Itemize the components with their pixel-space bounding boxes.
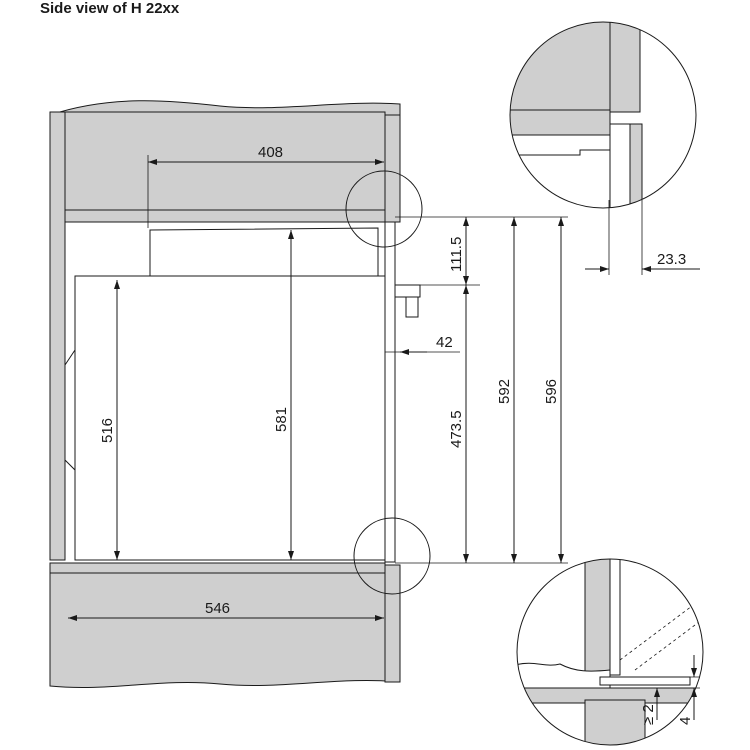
dim-label-596: 596	[543, 379, 560, 404]
dim-label-581: 581	[273, 407, 290, 432]
upper-shelf	[64, 111, 386, 223]
lower-shelf	[49, 562, 386, 574]
diagram-title: Side view of H 22xx	[40, 0, 180, 17]
dim-label-546: 546	[205, 600, 230, 617]
dim-label-111-5: 111.5	[448, 237, 465, 272]
oven-body	[74, 275, 386, 561]
dim-label-592: 592	[496, 379, 513, 404]
oven-front-door	[384, 221, 396, 563]
oven-handle	[394, 284, 421, 298]
detail-circle-bottom	[353, 517, 431, 595]
dim-label-42: 42	[436, 334, 453, 351]
dim-label-516: 516	[99, 418, 116, 443]
dim-label-473-5: 473.5	[448, 410, 465, 448]
detail-circle-bottom-magnified	[516, 558, 704, 746]
dim-label-gap-4: 4	[677, 717, 694, 725]
dim-label-23-3: 23.3	[657, 251, 686, 268]
oven-rear-vent	[64, 348, 76, 472]
dim-label-gap-min: ≥ 2	[640, 704, 657, 725]
lower-cabinet	[49, 564, 401, 688]
upper-shelf-edge	[64, 209, 386, 223]
upper-front-panel	[384, 114, 401, 223]
detail-circle-top-magnified	[509, 21, 697, 209]
oven-handle-post	[405, 296, 419, 318]
left-cabinet-wall	[49, 111, 66, 561]
detail-top-magnified	[510, 22, 643, 208]
oven-top-section	[149, 227, 379, 277]
detail-circle-top	[345, 170, 423, 248]
dim-label-408: 408	[258, 144, 283, 161]
lower-front-panel	[384, 564, 401, 683]
